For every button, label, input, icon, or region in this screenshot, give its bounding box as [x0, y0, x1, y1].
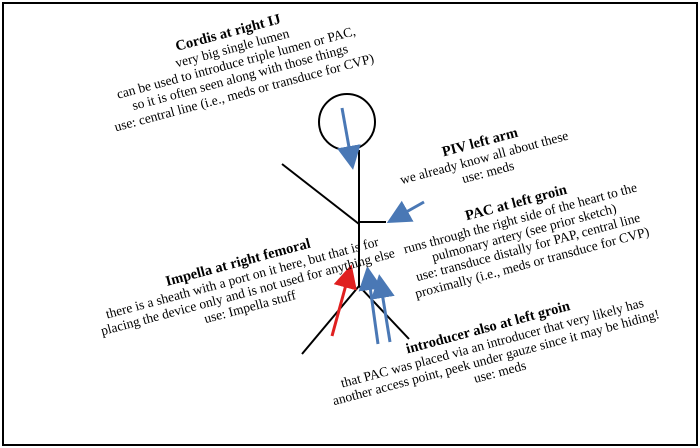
- blue-arrow-introducer: [371, 274, 395, 343]
- blue-arrow-cordis: [337, 107, 361, 170]
- blue-arrow-pac: [358, 266, 383, 345]
- stick-figure-diagram: [281, 93, 425, 355]
- blue-arrow-piv: [386, 200, 425, 223]
- figure-left-arm: [281, 163, 360, 225]
- red-arrow-impella: [330, 264, 357, 337]
- figure-left-leg: [301, 285, 360, 355]
